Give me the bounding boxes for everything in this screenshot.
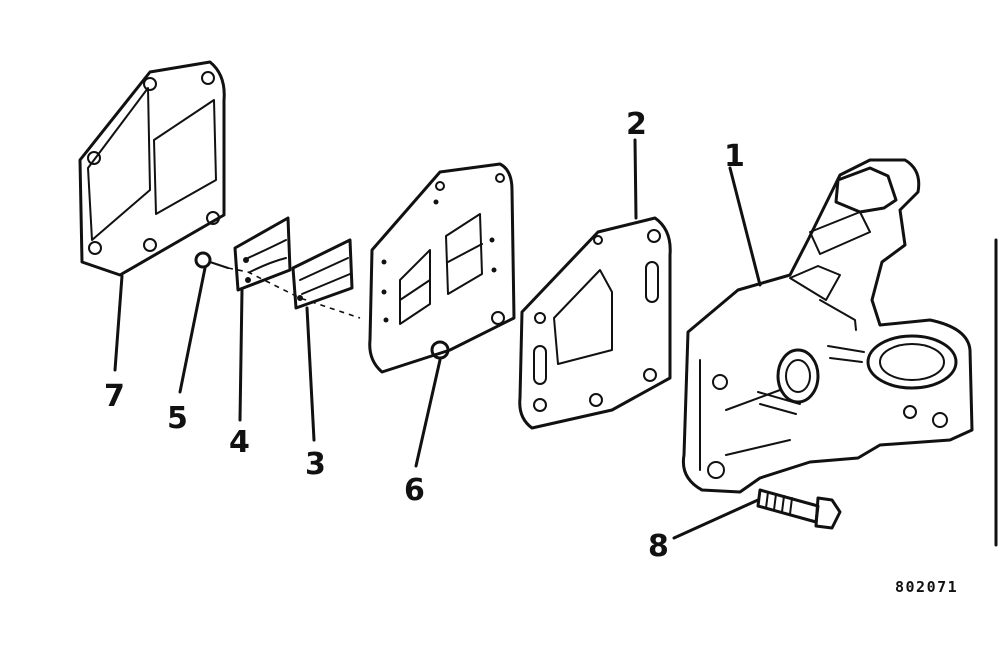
leader-lines xyxy=(113,138,762,540)
alignment-line xyxy=(227,267,361,319)
part-2-gasket xyxy=(518,216,672,430)
callout-6: 6 xyxy=(404,473,425,508)
part-1-housing xyxy=(681,158,974,494)
callout-5: 5 xyxy=(167,401,188,436)
callout-7: 7 xyxy=(104,379,125,414)
part-7-gasket xyxy=(78,60,226,277)
part-4-reed-stop xyxy=(233,216,292,292)
callout-8: 8 xyxy=(648,529,669,564)
callout-4: 4 xyxy=(229,425,250,460)
callout-2: 2 xyxy=(626,107,647,142)
part-5-screw xyxy=(194,251,229,269)
callout-1: 1 xyxy=(724,139,745,174)
part-8-bolt xyxy=(756,488,842,530)
callout-3: 3 xyxy=(305,447,326,482)
part-6-reed-plate xyxy=(368,162,516,374)
figure-code: 802071 xyxy=(895,578,958,596)
